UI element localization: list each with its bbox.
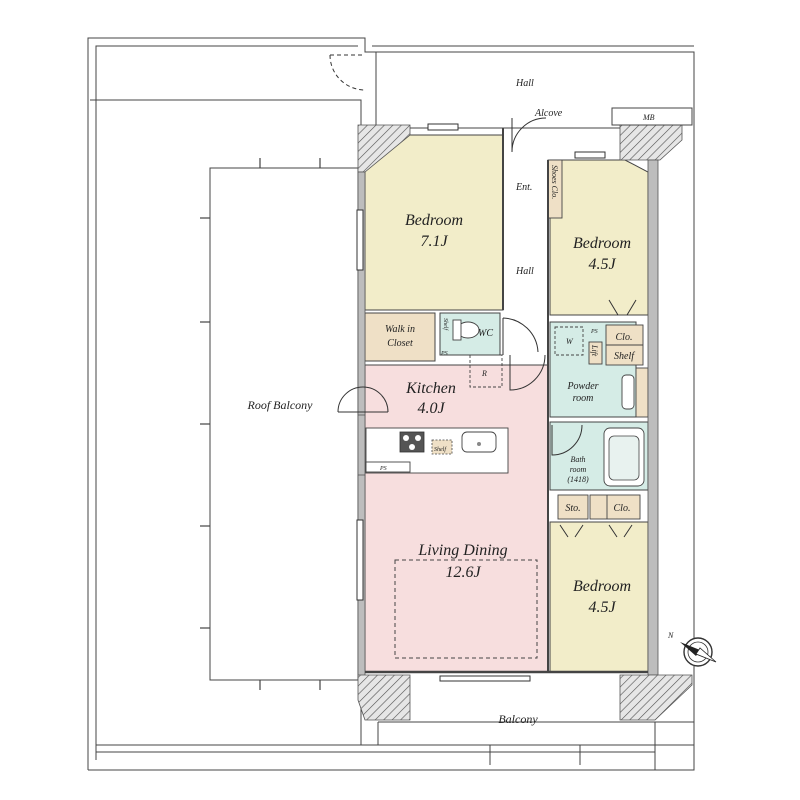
powder-room-label-2: room [573,393,594,404]
bathroom-label-1: Bath [570,455,585,464]
entrance-label: Ent. [515,182,532,193]
roof-balcony-label: Roof Balcony [247,398,314,412]
wc-shelf-label: Shelf [442,318,449,331]
room-labels: Hall Alcove MB Ent. Shoes Clo. Hall Bedr… [247,78,655,726]
bedroom-left-size: 7.1J [420,233,448,250]
walk-in-closet-label-2: Closet [387,338,413,349]
closet-upper-label: Clo. [616,332,633,343]
bedroom-left-name: Bedroom [405,212,463,229]
bathroom-label-2: room [570,465,587,474]
balcony-label: Balcony [498,712,538,726]
fixtures [365,319,645,659]
living-dining-fill [364,364,549,673]
kitchen-shelf-label: Shelf [434,446,447,453]
wc-label: WC [478,328,493,339]
shoes-closet-label: Shoes Clo. [550,165,559,199]
bedroom-upper-right-name: Bedroom [573,235,631,252]
bedroom-upper-right-size: 4.5J [588,256,616,273]
closet-lower-label: Clo. [614,503,631,514]
balcony-area [96,721,694,770]
bedroom-lower-right-size: 4.5J [588,599,616,616]
walls [357,107,693,721]
alcove-label: Alcove [534,108,563,119]
bedroom-lower-right-fill [549,521,649,673]
walk-in-closet-label-1: Walk in [385,324,415,335]
lift-label: Lift [590,344,599,357]
bedroom-lower-right-name: Bedroom [573,578,631,595]
shelf-upper-label: Shelf [614,351,635,362]
wc-r-label: R [481,369,487,378]
powder-room-label-1: Powder [566,381,598,392]
mb-label: MB [642,113,655,122]
powder-ps-label: PS [590,329,598,335]
bathroom-label-3: (1418) [567,475,589,484]
kitchen-name: Kitchen [405,380,456,397]
kitchen-size: 4.0J [417,400,445,417]
north-label: N [667,631,674,640]
walk-in-closet-fill [364,312,436,362]
kitchen-ps-label: PS [379,466,387,472]
hall-label: Hall [515,266,534,277]
washer-label: W [566,337,574,346]
room-fills [364,134,649,673]
north-arrow-icon: N [667,631,717,667]
windows [356,123,606,682]
living-dining-size: 12.6J [445,564,481,581]
hall-top-label: Hall [515,78,534,89]
living-dining-name: Living Dining [417,542,507,559]
wc-ps-label: PS [440,351,448,357]
doors [337,117,637,538]
storage-label: Sto. [565,503,580,514]
roof-balcony [90,54,366,746]
